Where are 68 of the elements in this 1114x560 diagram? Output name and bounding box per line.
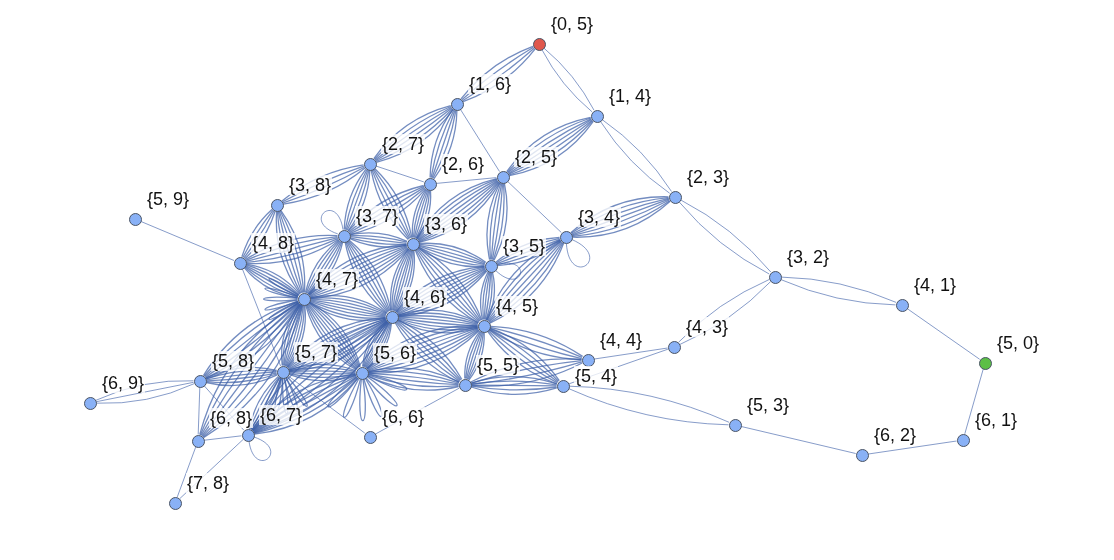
vertex-dot bbox=[532, 37, 546, 51]
vertex-label: {4, 8} bbox=[251, 233, 296, 253]
vertex-label: {0, 5} bbox=[550, 14, 595, 34]
vertex-label: {4, 6} bbox=[403, 287, 448, 307]
vertex-label: {5, 3} bbox=[746, 395, 791, 415]
vertex-dot bbox=[895, 298, 909, 312]
vertex-label: {6, 2} bbox=[873, 425, 918, 445]
vertex-label: {6, 6} bbox=[381, 407, 426, 427]
vertex-label: {1, 6} bbox=[468, 74, 513, 94]
self-loop bbox=[495, 262, 521, 280]
vertex-label: {3, 4} bbox=[577, 207, 622, 227]
vertex-label: {4, 3} bbox=[685, 317, 730, 337]
vertex-dot bbox=[668, 190, 682, 204]
vertex-label: {3, 8} bbox=[288, 175, 333, 195]
vertex-label: {3, 2} bbox=[786, 247, 831, 267]
vertex-dot bbox=[270, 198, 284, 212]
vertex-dot bbox=[168, 496, 182, 510]
vertex-label: {2, 7} bbox=[381, 134, 426, 154]
vertex-label: {6, 8} bbox=[209, 408, 254, 428]
vertex-label: {6, 7} bbox=[259, 405, 304, 425]
vertex-dot bbox=[241, 428, 255, 442]
vertex-label: {3, 7} bbox=[355, 206, 400, 226]
edge-curve bbox=[241, 268, 282, 367]
vertex-dot bbox=[855, 448, 869, 462]
vertex-label: {2, 5} bbox=[514, 147, 559, 167]
vertex-dot bbox=[956, 433, 970, 447]
vertex-dot bbox=[728, 418, 742, 432]
vertex-label: {3, 5} bbox=[502, 236, 547, 256]
vertex-dot bbox=[581, 353, 595, 367]
vertex-dot bbox=[978, 356, 992, 370]
vertex-label: {5, 8} bbox=[211, 351, 256, 371]
vertex-dot bbox=[667, 340, 681, 354]
edge-curve bbox=[204, 435, 242, 441]
edge-curve bbox=[906, 308, 981, 360]
vertex-label: {6, 9} bbox=[101, 373, 146, 393]
edge-curve bbox=[740, 426, 857, 454]
vertex-label: {7, 8} bbox=[186, 473, 231, 493]
vertex-label: {1, 4} bbox=[608, 86, 653, 106]
self-loop bbox=[248, 436, 272, 461]
edge-curve bbox=[140, 221, 235, 261]
vertex-label: {5, 4} bbox=[574, 366, 619, 386]
vertex-label: {6, 1} bbox=[974, 410, 1019, 430]
vertex-dot bbox=[83, 396, 97, 410]
edge-curve bbox=[460, 109, 500, 172]
vertex-label: {3, 6} bbox=[424, 214, 469, 234]
self-loop bbox=[565, 239, 591, 268]
vertex-dot bbox=[768, 270, 782, 284]
vertex-label: {4, 5} bbox=[495, 296, 540, 316]
edge-curve bbox=[436, 177, 497, 184]
vertex-label: {5, 9} bbox=[146, 189, 191, 209]
edge-curve bbox=[867, 440, 958, 455]
edge-curve bbox=[507, 181, 562, 233]
vertex-label: {2, 6} bbox=[441, 154, 486, 174]
vertex-dot bbox=[128, 212, 142, 226]
vertex-dot bbox=[590, 109, 604, 123]
vertex-label: {5, 5} bbox=[476, 355, 521, 375]
vertex-dot bbox=[193, 374, 207, 388]
vertex-label: {5, 0} bbox=[996, 333, 1041, 353]
vertex-label: {5, 7} bbox=[294, 342, 339, 362]
vertex-label: {4, 7} bbox=[315, 269, 360, 289]
edge-curve bbox=[197, 387, 201, 435]
vertex-label: {4, 4} bbox=[599, 330, 644, 350]
vertex-dot bbox=[363, 430, 377, 444]
vertex-label: {2, 3} bbox=[686, 167, 731, 187]
self-loop bbox=[320, 210, 344, 235]
vertex-label: {4, 1} bbox=[913, 275, 958, 295]
vertex-label: {5, 6} bbox=[373, 343, 418, 363]
vertex-dot bbox=[191, 434, 205, 448]
